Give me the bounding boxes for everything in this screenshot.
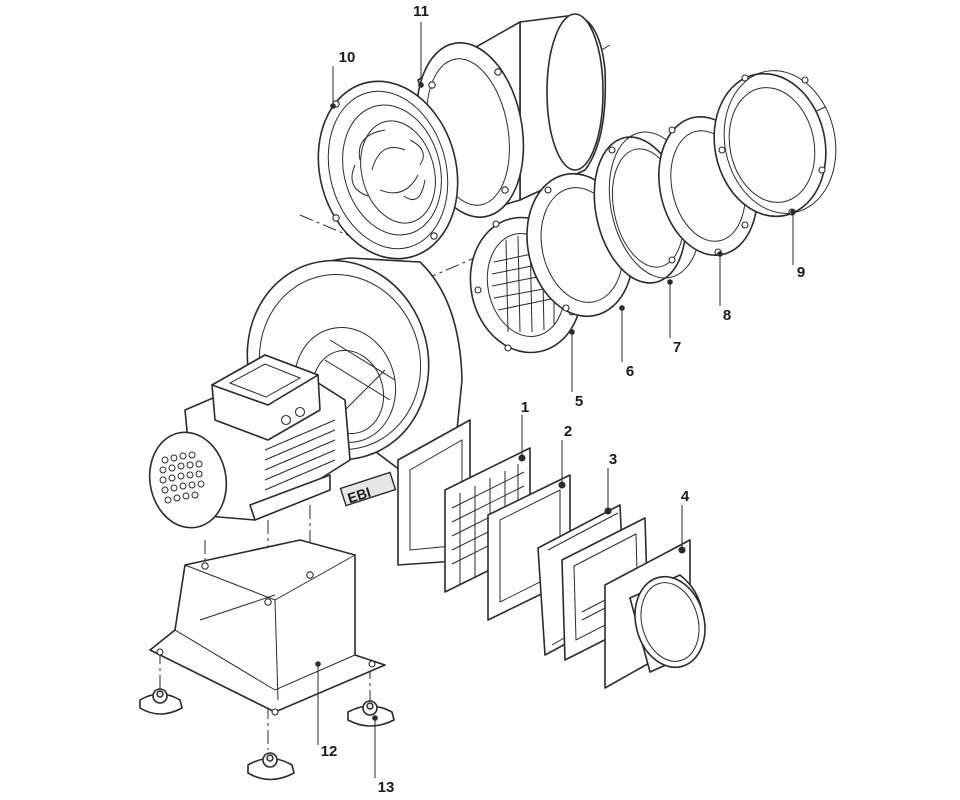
motor-terminal-box	[211, 354, 321, 441]
electric-motor	[148, 354, 351, 529]
callout-9: 9	[797, 264, 805, 281]
callout-leaders	[315, 22, 796, 778]
brand-logo: EBI	[346, 484, 373, 506]
callout-2: 2	[564, 423, 572, 440]
callout-numbers: 11 10 1 2 3 4 5 6 7 8 9 12 13	[321, 3, 806, 796]
part-10-inlet-nozzle	[317, 80, 459, 260]
blower-housing: EBI	[246, 257, 471, 566]
part-4-round-adapter	[604, 539, 706, 689]
part-11-duct-sleeve	[414, 13, 607, 218]
part-12-base-pedestal	[149, 539, 386, 716]
callout-12: 12	[321, 743, 338, 760]
callout-13: 13	[378, 779, 395, 796]
part-13-anti-vibration-feet	[139, 688, 395, 781]
callout-4: 4	[681, 488, 690, 505]
callout-5: 5	[575, 393, 583, 410]
callout-3: 3	[609, 451, 617, 468]
foot-right	[347, 700, 395, 727]
callout-10: 10	[339, 49, 356, 66]
foot-center	[247, 752, 295, 781]
callout-8: 8	[723, 307, 731, 324]
foot-left	[139, 688, 183, 715]
callout-7: 7	[673, 339, 681, 356]
motor-fan-cover-vents	[159, 451, 205, 504]
callout-11: 11	[413, 3, 429, 20]
callout-1: 1	[521, 399, 529, 416]
callout-6: 6	[626, 363, 634, 380]
